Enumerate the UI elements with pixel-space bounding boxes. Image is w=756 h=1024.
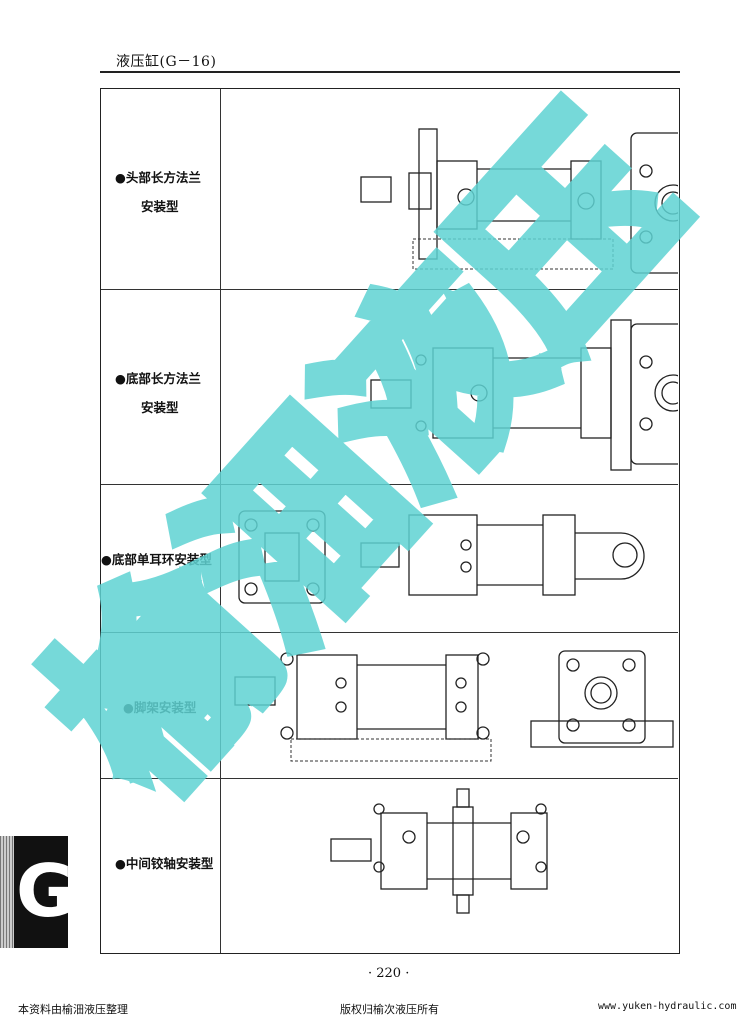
row-label-line1: ●脚架安装型 bbox=[123, 700, 197, 715]
footer-center-text: 版权归榆次液压所有 bbox=[340, 1003, 439, 1016]
tab-scan-edge bbox=[0, 836, 18, 948]
row-label-cell: ●脚架安装型 bbox=[101, 633, 221, 778]
page-number: · 220 · bbox=[368, 966, 410, 981]
footer-right-url: www.yuken-hydraulic.com bbox=[598, 1001, 737, 1012]
row-label-line1: ●底部单耳环安装型 bbox=[101, 552, 212, 567]
mounting-types-table: ●头部长方法兰 安装型 bbox=[100, 88, 680, 954]
table-row: ●头部长方法兰 安装型 bbox=[101, 89, 678, 290]
intermediate-trunnion-drawing bbox=[221, 779, 678, 953]
row-label-line2: 安装型 bbox=[141, 400, 179, 415]
section-tab-letter: G bbox=[16, 849, 76, 933]
row-label-line2: 安装型 bbox=[141, 199, 179, 214]
table-row: ●底部单耳环安装型 bbox=[101, 485, 678, 633]
row-label-line1: ●中间铰轴安装型 bbox=[115, 856, 214, 871]
row-label-cell: ●底部单耳环安装型 bbox=[101, 485, 221, 632]
table-row: ●中间铰轴安装型 bbox=[101, 779, 678, 953]
row-label-cell: ●头部长方法兰 安装型 bbox=[101, 89, 221, 289]
section-tab bbox=[14, 836, 68, 948]
cap-clevis-drawing bbox=[221, 485, 678, 632]
page-header-title: 液压缸(G－16) bbox=[116, 54, 217, 70]
row-label-line1: ●头部长方法兰 bbox=[115, 170, 201, 185]
footer-left-text: 本资料由榆沺液压整理 bbox=[18, 1003, 128, 1016]
row-label-cell: ●底部长方法兰 安装型 bbox=[101, 290, 221, 484]
cap-rectangular-flange-drawing bbox=[221, 290, 678, 484]
header-rule bbox=[100, 71, 680, 73]
table-row: ●底部长方法兰 安装型 bbox=[101, 290, 678, 485]
table-row: ●脚架安装型 bbox=[101, 633, 678, 779]
row-label-line1: ●底部长方法兰 bbox=[115, 371, 201, 386]
head-rectangular-flange-drawing bbox=[221, 89, 678, 289]
row-label-cell: ●中间铰轴安装型 bbox=[101, 779, 221, 953]
foot-mount-drawing bbox=[221, 633, 678, 778]
